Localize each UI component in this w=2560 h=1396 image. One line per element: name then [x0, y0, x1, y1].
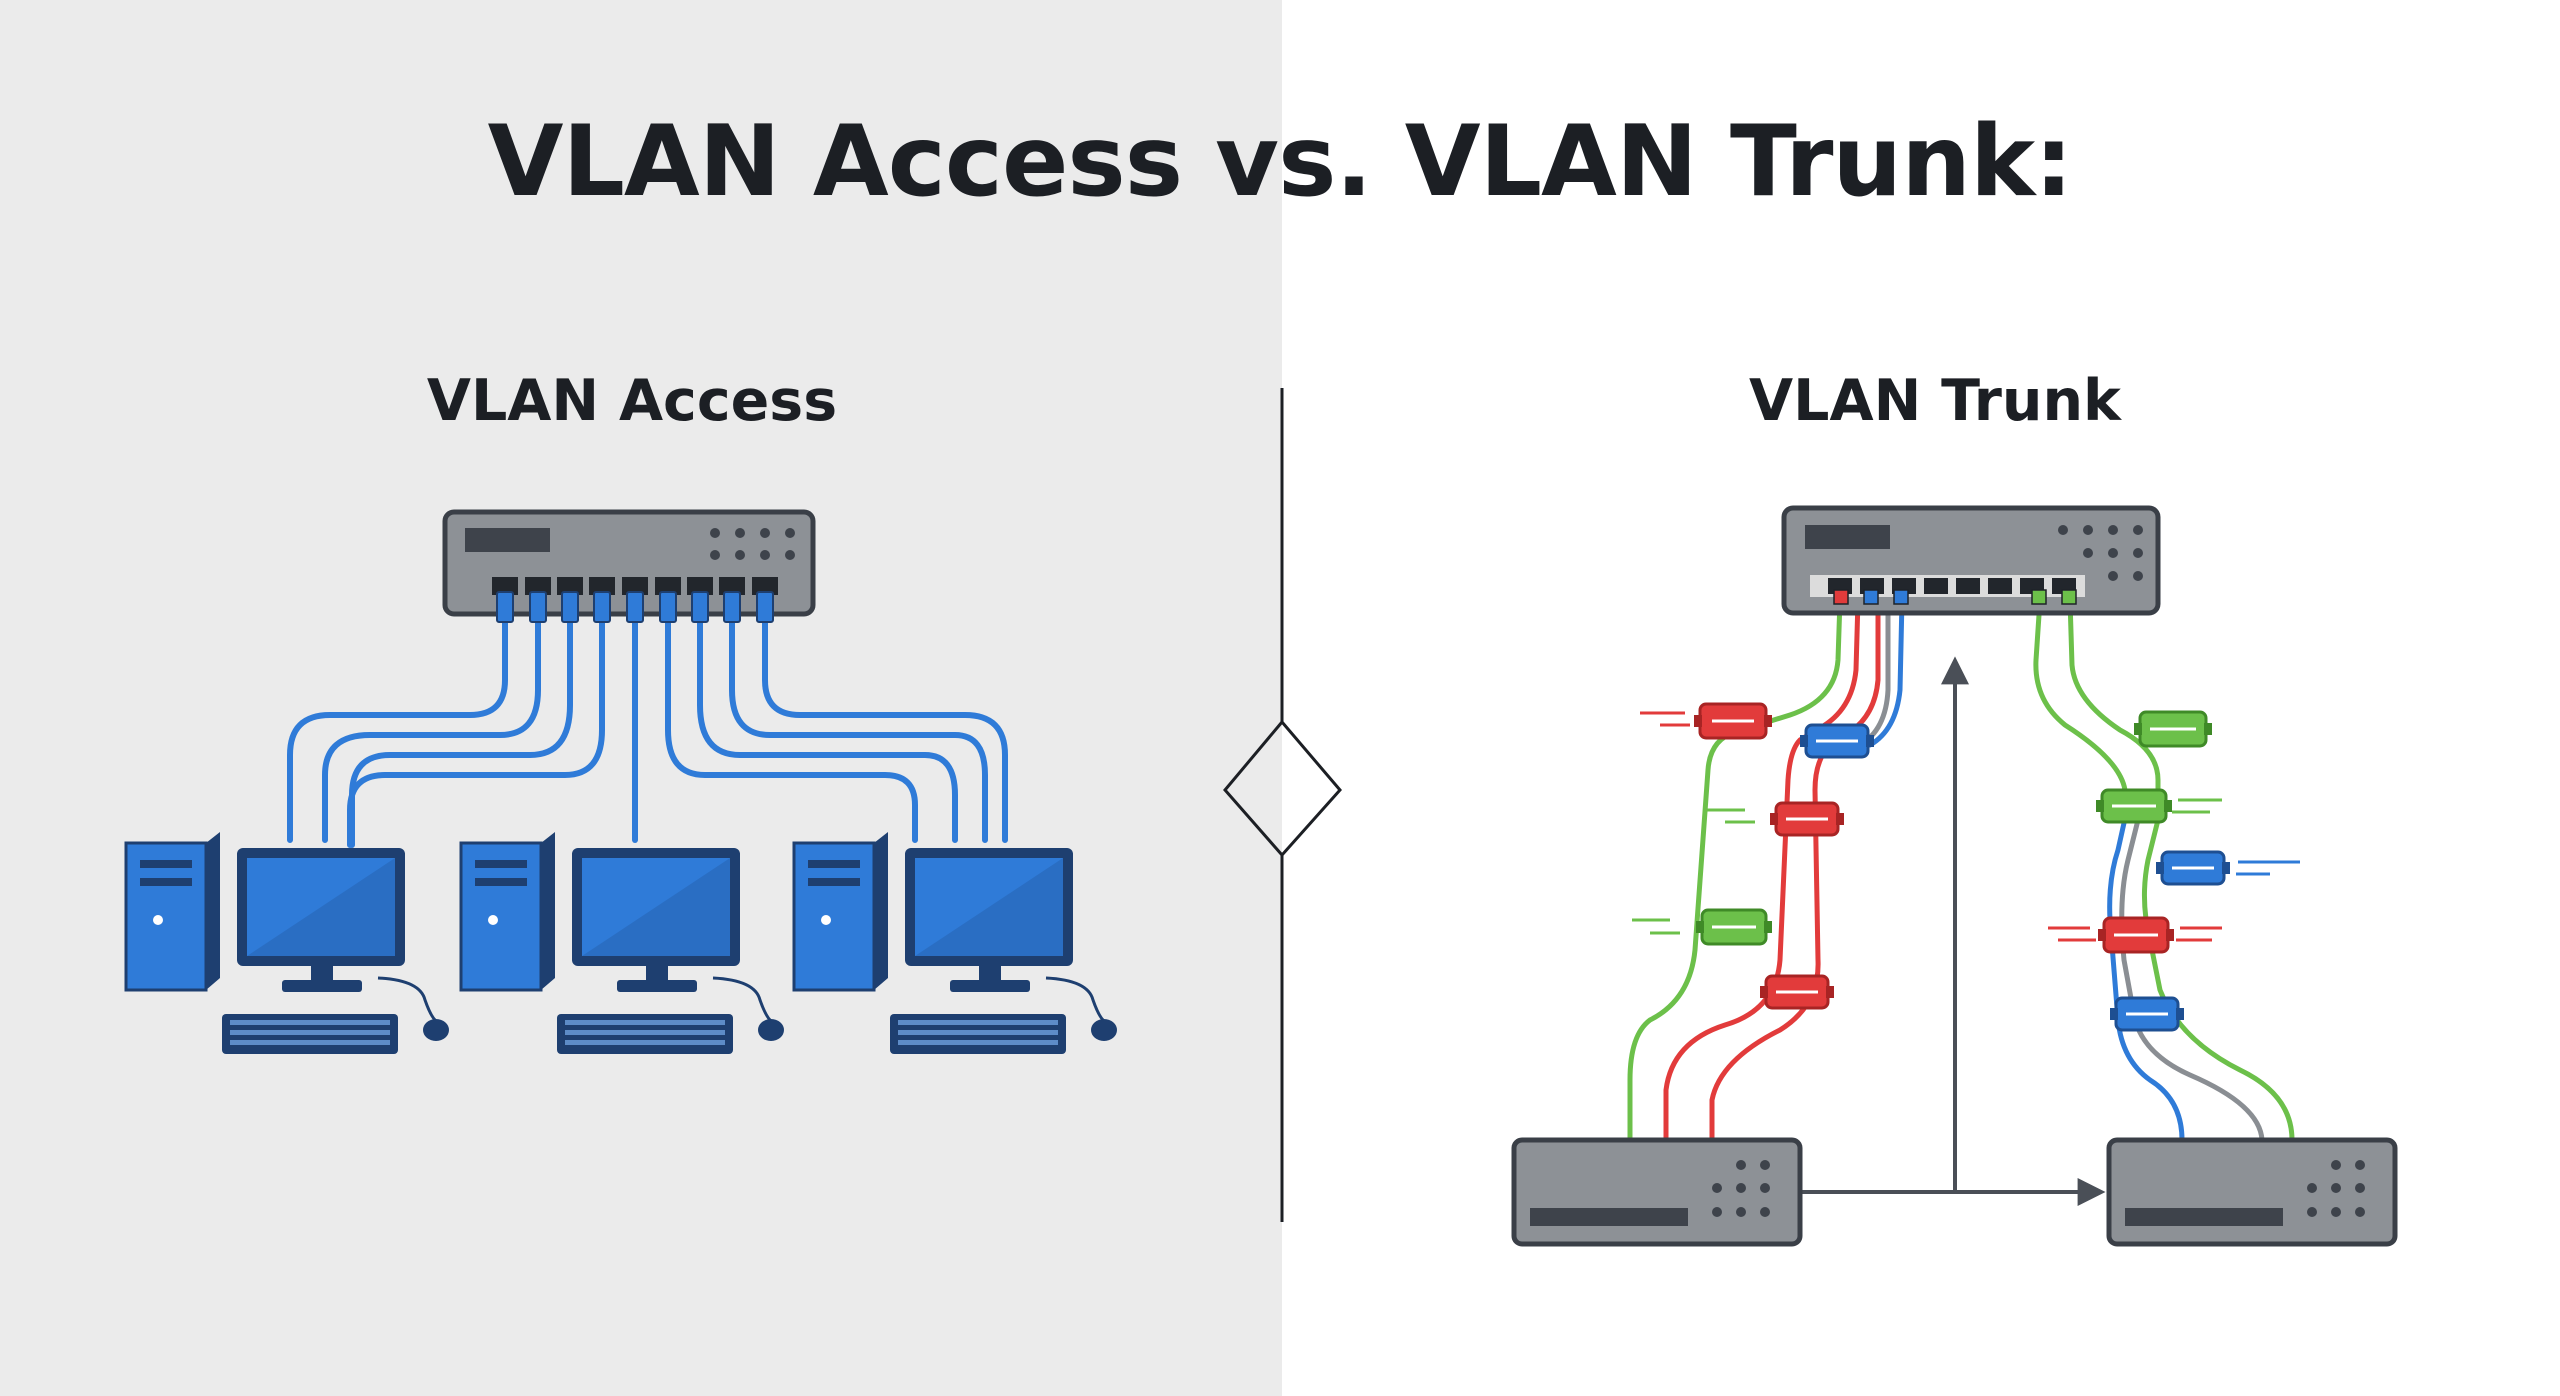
- vlan-tag-red: [1705, 801, 1844, 837]
- access-switch: [442, 509, 816, 623]
- trunk-switch: [1781, 505, 2161, 616]
- vlan-tag-red: [2048, 916, 2222, 954]
- vlan-tag-green: [2096, 788, 2222, 824]
- access-panel-background: [0, 0, 1282, 1396]
- tower-icon: [459, 832, 555, 992]
- access-section-title: VLAN Access: [426, 368, 838, 434]
- trunk-arrows: [1800, 656, 2106, 1206]
- trunk-diagram: [1511, 505, 2398, 1247]
- vlan-tag-blue: [1800, 723, 1874, 759]
- mouse-icon: [712, 976, 784, 1041]
- vlan-tag-blue: [2156, 850, 2300, 886]
- vlan-tag-green: [2134, 710, 2212, 748]
- access-computer-3: [792, 832, 1117, 1054]
- access-computer-2: [459, 832, 784, 1054]
- monitor-icon: [905, 848, 1073, 992]
- page-title: VLAN Access vs. VLAN Trunk:: [487, 105, 2074, 219]
- vlan-tag-red: [1760, 974, 1834, 1010]
- keyboard-icon: [890, 1014, 1066, 1054]
- access-diagram: [124, 509, 1117, 1054]
- keyboard-icon: [222, 1014, 398, 1054]
- mouse-icon: [377, 976, 449, 1041]
- trunk-section-title: VLAN Trunk: [1749, 368, 2121, 434]
- vlan-tag-blue: [2110, 996, 2184, 1032]
- trunk-switch-bottom-right: [2106, 1137, 2398, 1247]
- access-cables: [287, 612, 1008, 848]
- trunk-switch-bottom-left: [1511, 1137, 1803, 1247]
- trunk-cables: [1627, 597, 2295, 1143]
- tower-icon: [124, 832, 220, 992]
- section-divider: [1223, 388, 1342, 1222]
- vlan-tag-green: [1632, 908, 1772, 946]
- monitor-icon: [237, 848, 405, 992]
- access-computer-1: [124, 832, 449, 1054]
- keyboard-icon: [557, 1014, 733, 1054]
- tower-icon: [792, 832, 888, 992]
- vlan-tag-red: [1640, 702, 1772, 740]
- monitor-icon: [572, 848, 740, 992]
- mouse-icon: [1045, 976, 1117, 1041]
